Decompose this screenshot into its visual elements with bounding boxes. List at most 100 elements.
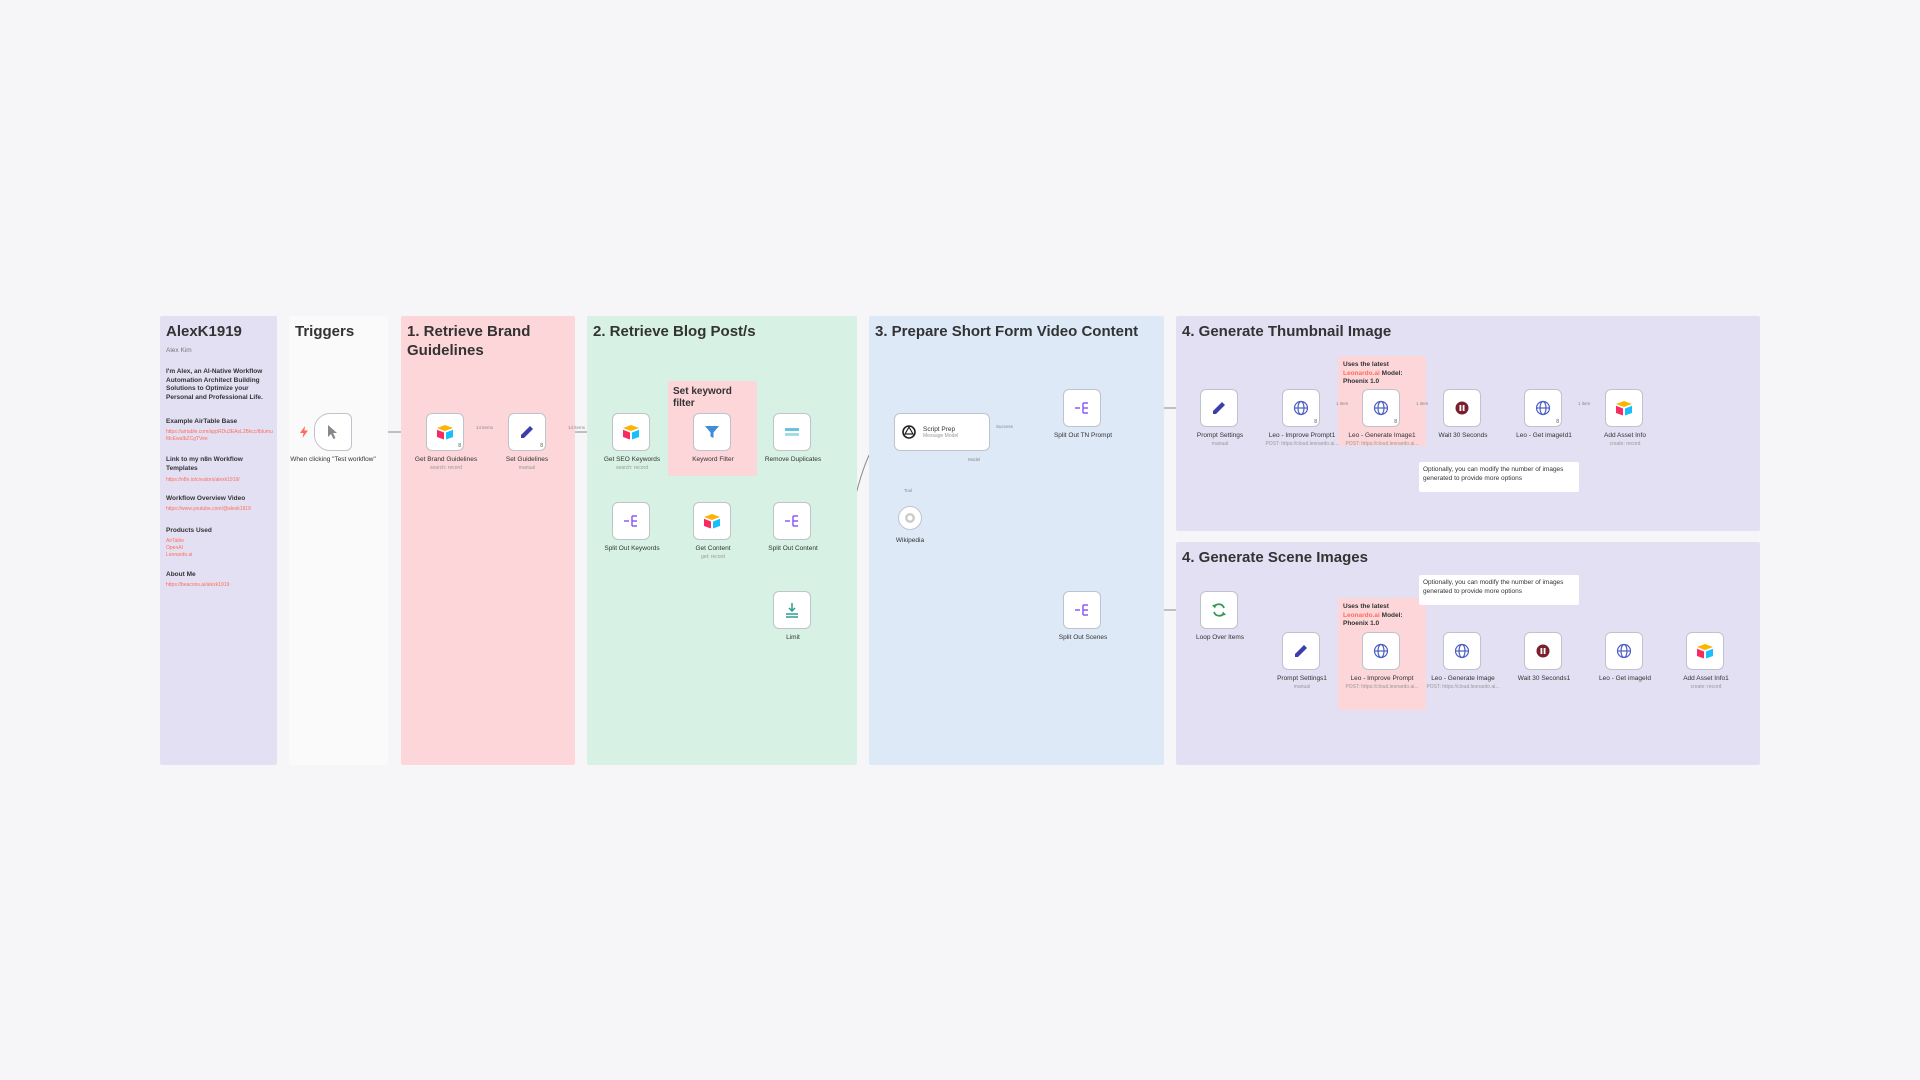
get-seo-label: Get SEO Keywords <box>603 456 661 463</box>
success-pill: Success <box>996 424 1014 429</box>
node-set-guidelines[interactable]: 8 <box>508 413 546 451</box>
pencil-icon <box>1295 645 1307 657</box>
node-script-prep[interactable]: Script Prep Message Model <box>894 413 990 451</box>
lightning-icon <box>300 426 308 438</box>
split-out-icon <box>1075 604 1088 616</box>
product-openai[interactable]: OpenAI <box>166 545 183 551</box>
add-asset1-label: Add Asset Info1 <box>1683 675 1729 682</box>
airtable-icon <box>1697 644 1713 659</box>
globe-icon <box>1535 400 1551 416</box>
edge-label-1-item: 1 item <box>1336 401 1349 406</box>
edge-label-14-items: 14 items <box>476 425 494 430</box>
airtable-icon <box>623 425 639 440</box>
alexk1919-title: AlexK1919 <box>166 323 242 340</box>
cursor-icon <box>328 425 337 439</box>
pause-icon <box>1536 644 1550 658</box>
node-prompt-settings1[interactable] <box>1282 632 1320 670</box>
node-wait-30-seconds1[interactable] <box>1524 632 1562 670</box>
leo-improve1-sub: POST: https://cloud.leonardo.ai... <box>1265 441 1339 447</box>
sticky-leonardo-scene[interactable]: Uses the latest Leonardo.ai Model: Phoen… <box>1338 598 1426 710</box>
split-scenes-label: Split Out Scenes <box>1058 634 1108 641</box>
product-airtable[interactable]: AirTable <box>166 538 185 544</box>
prompt-settings1-sub: manual <box>1293 684 1311 690</box>
node-leo-generate-image[interactable] <box>1443 632 1481 670</box>
prompt-settings-sub: manual <box>1211 441 1229 447</box>
node-leo-improve-prompt[interactable] <box>1362 632 1400 670</box>
model-pill: Model <box>968 457 981 462</box>
sticky-leonardo-thumb[interactable]: Uses the latest Leonardo.ai Model: Phoen… <box>1338 356 1426 446</box>
pencil-icon <box>1213 402 1225 414</box>
node-remove-duplicates[interactable] <box>773 413 811 451</box>
globe-icon <box>1616 643 1632 659</box>
sticky-alexk1919[interactable]: AlexK1919 Alex Kim I'm Alex, an AI-Nativ… <box>160 316 277 765</box>
leonardo-note-post: Model: Phoenix 1.0 <box>1343 369 1403 386</box>
add-asset1-sub: create: record <box>1690 684 1722 690</box>
video-heading: Workflow Overview Video <box>166 495 246 502</box>
node-leo-get-imageid[interactable] <box>1605 632 1643 670</box>
wait30-1-label: Wait 30 Seconds1 <box>1517 675 1571 682</box>
edge-label-14-items: 14 items <box>568 425 586 430</box>
video-link[interactable]: https://www.youtube.com/@alexk1919 <box>166 506 251 512</box>
node-get-seo-keywords[interactable] <box>612 413 650 451</box>
node-add-asset-info[interactable] <box>1605 389 1643 427</box>
prompt-settings-label: Prompt Settings <box>1196 432 1244 439</box>
node-get-content[interactable] <box>693 502 731 540</box>
node-keyword-filter[interactable] <box>693 413 731 451</box>
add-asset-label: Add Asset Info <box>1604 432 1646 439</box>
node-add-asset-info1[interactable] <box>1686 632 1724 670</box>
product-leonardo[interactable]: Leonardo.ai <box>166 552 193 558</box>
airtable-heading: Example AirTable Base <box>166 418 238 425</box>
node-wikipedia[interactable] <box>898 506 922 530</box>
limit-icon <box>786 603 798 618</box>
leo-gen-label: Leo - Generate Image <box>1431 675 1495 682</box>
get-content-sub: get: record <box>701 554 725 560</box>
leonardo-note-pre: Uses the latest <box>1343 361 1389 368</box>
profile-intro: I'm Alex, an AI-Native Workflow Automati… <box>166 368 263 401</box>
sticky-optional-thumb[interactable]: Optionally, you can modify the number of… <box>1419 462 1579 492</box>
split-out-icon <box>1075 402 1088 414</box>
split-out-icon <box>785 515 798 527</box>
node-leo-get-imageid1[interactable]: 8 <box>1524 389 1562 427</box>
trigger-label: When clicking "Test workflow" <box>290 456 376 463</box>
n8n-link[interactable]: https://n8n.io/creators/alexk1919/ <box>166 477 240 483</box>
leonardo-link[interactable]: Leonardo.ai <box>1343 369 1380 377</box>
sticky-prepare-video[interactable]: 3. Prepare Short Form Video Content <box>869 316 1164 765</box>
about-heading: About Me <box>166 571 196 578</box>
sticky-triggers[interactable]: Triggers <box>289 316 388 765</box>
keyword-filter-label: Keyword Filter <box>692 456 734 463</box>
node-split-out-content[interactable] <box>773 502 811 540</box>
leonardo-note-pre: Uses the latest <box>1343 603 1389 610</box>
globe-icon <box>1373 643 1389 659</box>
profile-image-alt: Alex Kim <box>166 347 192 354</box>
edge-label-1-item: 1 item <box>1416 401 1429 406</box>
node-wait-30-seconds[interactable] <box>1443 389 1481 427</box>
node-leo-generate-image1[interactable]: 8 <box>1362 389 1400 427</box>
airtable-icon <box>1616 401 1632 416</box>
set-guidelines-sub: manual <box>518 465 536 471</box>
wait30-label: Wait 30 Seconds <box>1438 432 1488 439</box>
products-heading: Products Used <box>166 527 212 534</box>
node-leo-improve-prompt1[interactable]: 8 <box>1282 389 1320 427</box>
split-out-icon <box>624 515 637 527</box>
node-limit[interactable] <box>773 591 811 629</box>
remove-duplicates-icon <box>785 428 799 436</box>
about-link[interactable]: https://beacons.ai/alexk1919 <box>166 582 230 588</box>
node-manual-trigger[interactable] <box>314 413 352 451</box>
loop-icon <box>1212 603 1226 617</box>
node-split-out-tn-prompt[interactable] <box>1063 389 1101 427</box>
loop-label: Loop Over Items <box>1195 634 1245 641</box>
node-loop-over-items[interactable] <box>1200 591 1238 629</box>
node-split-out-scenes[interactable] <box>1063 591 1101 629</box>
node-prompt-settings[interactable] <box>1200 389 1238 427</box>
pause-icon <box>1455 401 1469 415</box>
node-get-brand-guidelines[interactable]: 8 <box>426 413 464 451</box>
script-prep-sub: Message Model <box>923 432 959 439</box>
node-split-out-keywords[interactable] <box>612 502 650 540</box>
leonardo-link[interactable]: Leonardo.ai <box>1343 611 1380 619</box>
sticky-optional-scene[interactable]: Optionally, you can modify the number of… <box>1419 575 1579 605</box>
airtable-link[interactable]: https://airtable.com/appRDu3EAsL2Bkcc/tb… <box>166 429 273 442</box>
leo-gen-sub: POST: https://cloud.leonardo.ai... <box>1426 684 1500 690</box>
sticky-retrieve-brand[interactable]: 1. Retrieve Brand Guidelines <box>401 316 575 765</box>
keyword-filter-note: Set keyword filter <box>673 386 732 409</box>
